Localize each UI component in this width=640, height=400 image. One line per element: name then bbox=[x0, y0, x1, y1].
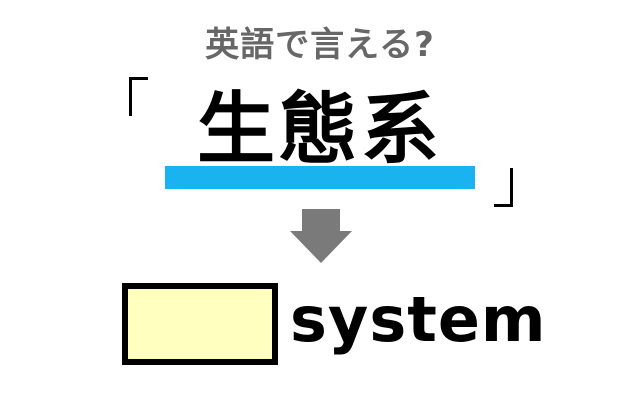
word-highlight-bar bbox=[165, 166, 475, 189]
down-arrow-icon bbox=[290, 209, 352, 263]
answer-blank-box bbox=[122, 283, 278, 365]
japanese-word: 生態系 bbox=[196, 85, 443, 175]
open-bracket-icon bbox=[129, 77, 148, 116]
question-heading: 英語で言える? bbox=[205, 25, 435, 65]
close-bracket-icon bbox=[494, 168, 513, 207]
answer-suffix-word: system bbox=[290, 283, 547, 356]
